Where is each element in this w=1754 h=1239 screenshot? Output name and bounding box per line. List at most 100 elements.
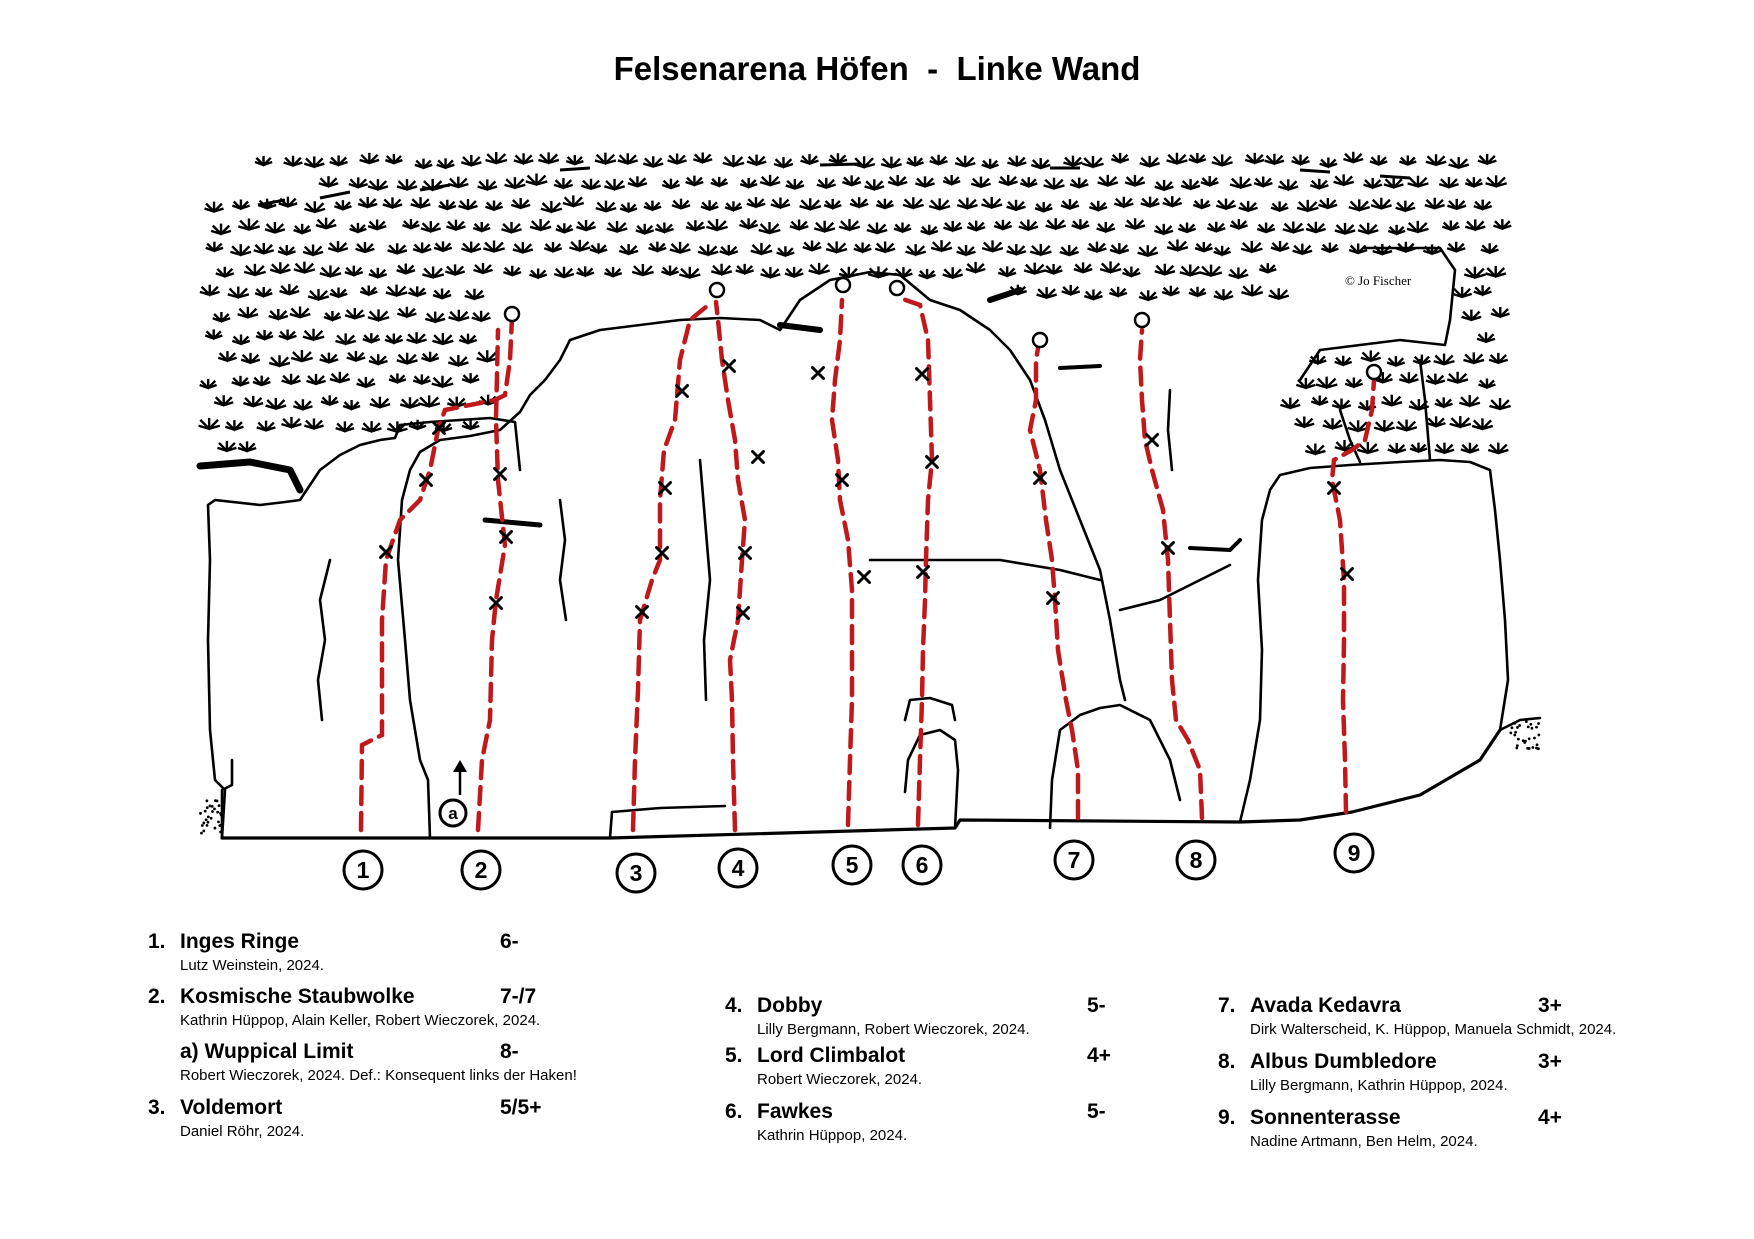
grass-tuft <box>1446 241 1466 253</box>
route-number-label: 4 <box>732 855 745 881</box>
bolt-marker <box>811 366 825 380</box>
grass-tuft <box>277 245 296 257</box>
grass-tuft <box>1425 154 1447 167</box>
grass-tuft <box>735 263 754 276</box>
route-line-8 <box>1137 327 1205 821</box>
grass-tuft <box>302 244 324 257</box>
stipple-dot <box>206 820 210 824</box>
grass-tuft <box>333 200 352 211</box>
grass-tuft <box>255 329 274 341</box>
grass-tuft <box>1452 286 1473 299</box>
grass-tuft <box>473 262 493 275</box>
rock-crack-1 <box>316 558 332 722</box>
bolt-marker <box>419 473 433 487</box>
stipple-dot <box>1531 746 1535 749</box>
bolt-marker <box>916 565 930 579</box>
grass-tuft <box>504 177 526 190</box>
grass-tuft <box>1291 154 1310 166</box>
rock-overhang-5 <box>1058 364 1102 370</box>
grass-tuft <box>1480 243 1499 255</box>
grass-tuft <box>654 222 674 234</box>
grass-tuft <box>981 158 999 170</box>
grass-tuft <box>1043 177 1065 191</box>
grass-tuft <box>1240 240 1263 254</box>
stipple-dot <box>205 823 209 827</box>
route-name: Avada Kedavra <box>1250 994 1401 1017</box>
grass-tuft <box>268 355 291 368</box>
grass-tuft <box>700 200 719 212</box>
grass-tuft <box>231 375 250 387</box>
grass-tuft <box>412 242 432 254</box>
grass-tuft <box>706 219 728 232</box>
route-grade: 3+ <box>1538 994 1562 1017</box>
stipple-dot <box>205 806 209 810</box>
grass-tuft <box>1180 178 1201 191</box>
stipple-dot <box>1514 730 1518 734</box>
grass-tuft <box>589 243 608 255</box>
stipple-dot <box>1509 731 1513 735</box>
grass-tuft <box>1318 198 1338 210</box>
grass-tuft <box>349 222 367 234</box>
grass-tuft <box>956 197 978 210</box>
grass-tuft <box>253 242 275 255</box>
route-name: Dobby <box>757 994 823 1017</box>
stipple-dot <box>203 809 207 813</box>
grass-tuft <box>281 373 301 386</box>
grass-tuft <box>1194 241 1213 253</box>
grass-tuft <box>1343 151 1364 164</box>
grass-tuft <box>770 197 791 210</box>
grass-tuft <box>1124 175 1146 188</box>
route-authors: Kathrin Hüppop, Alain Keller, Robert Wie… <box>180 1012 541 1029</box>
grass-tuft <box>436 158 455 170</box>
grass-tuft <box>1463 266 1486 280</box>
grass-tuft <box>1383 177 1404 190</box>
grass-tuft <box>399 397 421 410</box>
grass-tuft <box>510 197 531 210</box>
rock-center-right <box>778 270 1127 702</box>
grass-tuft <box>1088 200 1108 212</box>
grass-tuft <box>1109 286 1128 298</box>
grass-tuft <box>875 198 894 210</box>
grass-tuft <box>1395 419 1418 432</box>
grass-tuft <box>1441 220 1460 232</box>
grass-tuft <box>1488 352 1509 365</box>
grass-tuft <box>1478 378 1496 390</box>
grass-tuft <box>802 240 822 252</box>
rock-boulder <box>1048 703 1182 830</box>
grass-tuft <box>1485 265 1507 279</box>
grass-tuft <box>1229 219 1248 231</box>
grass-tuft <box>254 287 273 298</box>
grass-tuft <box>356 377 376 389</box>
grass-tuft <box>319 352 339 365</box>
grass-tuft <box>446 219 466 232</box>
grass-tuft <box>1109 243 1130 255</box>
grass-tuft <box>344 265 364 277</box>
route-lines <box>358 295 1377 833</box>
route-line-1 <box>358 315 515 833</box>
grass-tuft <box>304 418 324 431</box>
route-grade: 6- <box>500 930 519 953</box>
grass-tuft <box>302 328 325 342</box>
stipple-dot <box>213 807 216 811</box>
anchor-marker <box>1031 331 1049 349</box>
grass-tuft <box>1424 197 1445 210</box>
grass-tuft <box>823 198 842 210</box>
grass-tuft <box>243 263 266 277</box>
grass-tuft <box>671 198 691 210</box>
bolt-marker <box>635 605 649 619</box>
bolt-marker <box>432 421 446 435</box>
grass-tuft <box>661 265 679 277</box>
grass-tuft <box>410 197 431 209</box>
stipple-dot <box>1527 747 1531 750</box>
route-line-2 <box>475 327 508 833</box>
grass-tuft <box>1069 177 1089 189</box>
grass-tuft <box>685 175 704 187</box>
grass-tuft <box>1006 244 1027 256</box>
grass-tuft <box>361 421 382 434</box>
bolt-marker <box>658 481 672 495</box>
stipple-dot <box>1524 720 1528 723</box>
grass-tuft <box>942 175 961 186</box>
grass-tuft <box>785 178 805 191</box>
grass-tuft <box>1199 264 1223 278</box>
